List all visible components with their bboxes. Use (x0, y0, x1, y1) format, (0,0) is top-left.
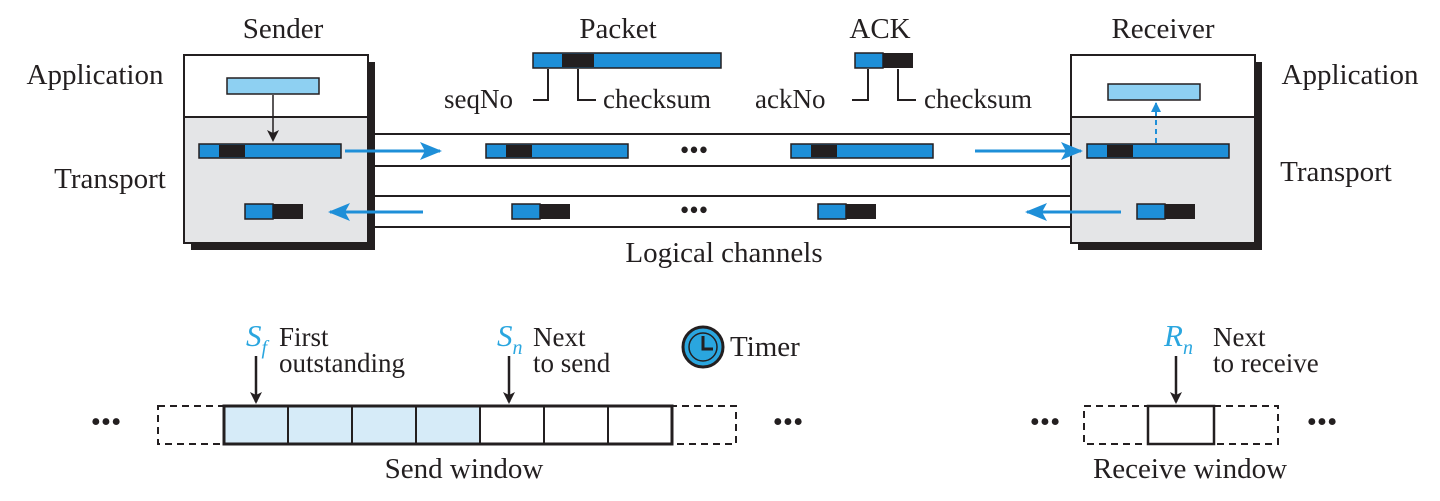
ack-title: ACK (849, 13, 910, 45)
send-window (157, 404, 737, 446)
packet-seqno-label: seqNo (444, 84, 513, 114)
receive-ellipsis-left: ••• (1030, 406, 1060, 438)
send-ellipsis-left: ••• (91, 406, 121, 438)
send-window-free-slot (479, 405, 545, 445)
receive-window-past-slot (1083, 405, 1149, 445)
send-ellipsis-right: ••• (773, 406, 803, 438)
receiver-packet (1086, 143, 1230, 159)
rn-symbol: Rn (1163, 318, 1193, 359)
sender-title: Sender (243, 13, 324, 45)
channel-ack (511, 203, 570, 220)
sf-line2: outstanding (279, 348, 405, 378)
receiver-app-data (1107, 83, 1201, 101)
channel-ellipsis-top: ••• (680, 135, 708, 165)
ack-legend (852, 52, 916, 101)
logical-channels (375, 133, 1070, 228)
sender-application-label: Application (27, 59, 164, 91)
receiver-ack (1136, 203, 1195, 220)
sf-symbol: Sf (246, 318, 270, 359)
packet-checksum-label: checksum (603, 84, 711, 114)
packet-title: Packet (579, 13, 656, 45)
sn-line2: to send (533, 348, 611, 378)
send-window-future-slot (669, 405, 737, 445)
sender-transport-label: Transport (54, 163, 166, 195)
send-window-outstanding-slot (223, 405, 289, 445)
channel-packet (485, 143, 629, 159)
send-window-free-slot (607, 405, 673, 445)
channel-ack (817, 203, 876, 220)
packet-legend (532, 52, 722, 101)
send-window-past-slot (157, 405, 225, 445)
sender-ack (244, 203, 303, 220)
sn-line1: Next (533, 322, 586, 352)
send-window-outstanding-slot (351, 405, 417, 445)
receiver-title: Receiver (1111, 13, 1214, 45)
sf-line1: First (279, 322, 329, 352)
channel-packet (790, 143, 934, 159)
receive-window-slot (1146, 404, 1216, 446)
ack-ackno-label: ackNo (755, 84, 825, 114)
sender-app-data (226, 77, 320, 95)
send-window-outstanding-slot (287, 405, 353, 445)
receive-window (1083, 404, 1279, 446)
receive-window-future-slot (1213, 405, 1279, 445)
send-window-free-slot (543, 405, 609, 445)
send-window-outstanding-slot (415, 405, 481, 445)
receiver-transport-label: Transport (1280, 156, 1392, 188)
sn-symbol: Sn (497, 318, 523, 359)
logical-channels-label: Logical channels (625, 237, 822, 269)
rn-line2: to receive (1213, 348, 1319, 378)
receive-ellipsis-right: ••• (1307, 406, 1337, 438)
send-window-label: Send window (385, 453, 544, 485)
receiver-application-label: Application (1282, 59, 1419, 91)
rn-line1: Next (1213, 322, 1266, 352)
receive-window-label: Receive window (1093, 453, 1287, 485)
clock-icon (681, 325, 725, 369)
timer-label: Timer (730, 331, 800, 363)
send-window-frame (222, 404, 674, 446)
ack-checksum-label: checksum (924, 84, 1032, 114)
sender-packet (198, 143, 342, 159)
channel-ellipsis-bottom: ••• (680, 195, 708, 225)
